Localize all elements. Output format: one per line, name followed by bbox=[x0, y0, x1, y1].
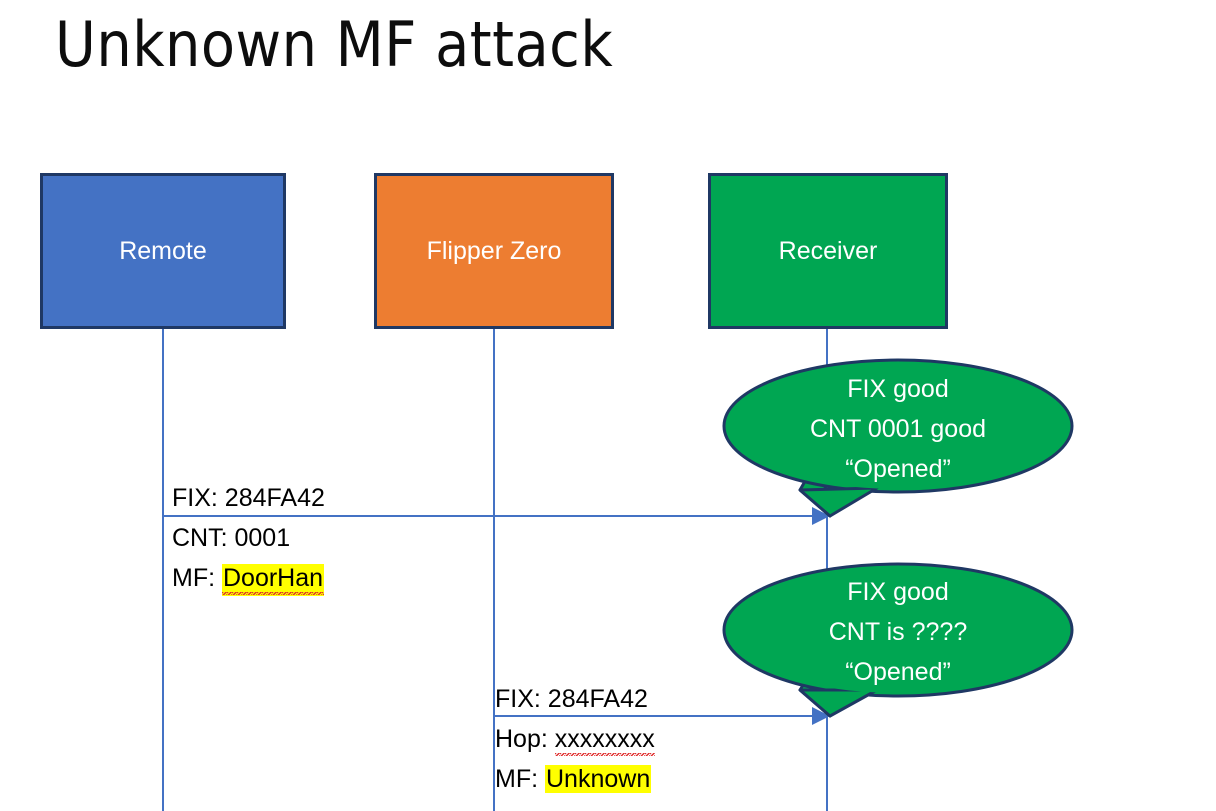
actor-box-remote[interactable]: Remote bbox=[40, 173, 286, 329]
message-2-line-fix: FIX: 284FA42 bbox=[495, 679, 655, 719]
message-1-line-fix: FIX: 284FA42 bbox=[172, 478, 325, 518]
actor-box-receiver[interactable]: Receiver bbox=[708, 173, 948, 329]
message-2-labels: FIX: 284FA42 Hop: xxxxxxxx MF: Unknown bbox=[495, 679, 655, 799]
message-1-mf-label: MF: bbox=[172, 564, 222, 592]
callout-1-line-2: CNT 0001 good bbox=[809, 415, 987, 443]
message-arrow-2 bbox=[494, 707, 830, 725]
message-2-fix-value: 284FA42 bbox=[547, 685, 648, 713]
message-2-mf-value: Unknown bbox=[545, 765, 652, 793]
message-1-line-cnt: CNT: 0001 bbox=[172, 518, 325, 558]
callout-2-bubble bbox=[722, 562, 1074, 718]
message-1-cnt-value: 0001 bbox=[234, 524, 291, 552]
callout-1-line-1: FIX good bbox=[847, 375, 949, 403]
callout-2-line-3: “Opened” bbox=[845, 658, 951, 686]
message-1-mf-value: DoorHan bbox=[222, 564, 325, 596]
callout-2-line-2: CNT is ???? bbox=[828, 618, 968, 646]
message-2-hop-value: xxxxxxxx bbox=[554, 725, 655, 757]
message-arrow-1 bbox=[163, 507, 830, 525]
callout-1-line-3: “Opened” bbox=[845, 455, 951, 483]
message-2-hop-label: Hop: bbox=[495, 725, 555, 753]
message-1-fix-label: FIX: bbox=[172, 484, 225, 512]
actor-label-receiver: Receiver bbox=[778, 237, 878, 265]
message-2-fix-label: FIX: bbox=[495, 685, 548, 713]
message-1-line-mf: MF: DoorHan bbox=[172, 558, 325, 598]
message-1-cnt-label: CNT: bbox=[172, 524, 235, 552]
message-2-line-hop: Hop: xxxxxxxx bbox=[495, 719, 655, 759]
message-2-line-mf: MF: Unknown bbox=[495, 759, 655, 799]
callout-2-text: FIX good CNT is ???? “Opened” bbox=[723, 572, 1073, 692]
message-1-fix-value: 284FA42 bbox=[224, 484, 325, 512]
callout-1-bubble bbox=[722, 358, 1074, 518]
message-1-labels: FIX: 284FA42 CNT: 0001 MF: DoorHan bbox=[172, 478, 325, 598]
page-title: Unknown MF attack bbox=[55, 8, 614, 81]
callout-1-text: FIX good CNT 0001 good “Opened” bbox=[723, 369, 1073, 489]
callout-2-line-1: FIX good bbox=[847, 578, 949, 606]
message-2-mf-label: MF: bbox=[495, 765, 545, 793]
actor-box-flipper-zero[interactable]: Flipper Zero bbox=[374, 173, 614, 329]
actor-label-flipper-zero: Flipper Zero bbox=[426, 237, 562, 265]
actor-label-remote: Remote bbox=[119, 237, 207, 265]
